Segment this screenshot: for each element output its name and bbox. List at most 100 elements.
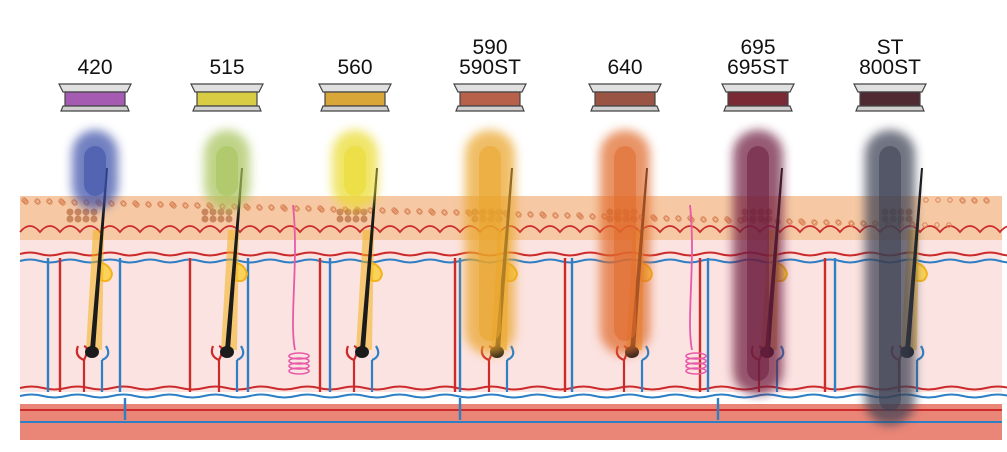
epidermis-cell [663, 215, 669, 221]
filter-label-line: 590 [472, 36, 508, 59]
filter-label-line: 640 [607, 56, 643, 79]
nerve-coil [685, 362, 707, 370]
epidermis-cell [319, 207, 325, 213]
pigment-cluster [360, 215, 368, 223]
epidermis-cell [268, 204, 274, 210]
pigment-cluster [74, 215, 82, 223]
epidermis-cell [515, 211, 521, 217]
bulb-vein [641, 345, 650, 362]
epidermis-cell [823, 219, 829, 225]
epidermis-cell [947, 197, 953, 203]
filter-holder-bottom [455, 105, 525, 112]
laser-beam-core [216, 146, 238, 196]
epidermis-cell [35, 199, 41, 205]
epidermis-cell [72, 200, 78, 206]
epidermis-cell [972, 198, 978, 204]
epidermis-cell [652, 216, 658, 222]
pigment-cluster [352, 208, 360, 216]
filter-label-line: 695 [740, 36, 776, 59]
filter-glass [324, 91, 386, 107]
pigment-cluster [344, 215, 352, 223]
pigment-cluster [74, 208, 82, 216]
epidermis-cell [700, 216, 706, 222]
epidermis-cell [676, 216, 682, 222]
laser-beam-core [747, 146, 769, 381]
epidermis-cell [984, 198, 990, 204]
epidermis-cell [590, 214, 596, 220]
epidermis-cell [182, 202, 188, 208]
epidermis-boundary [19, 225, 1007, 234]
filter-label: 640 [570, 56, 680, 79]
epidermis-cell [158, 202, 164, 208]
nerve-fiber [689, 204, 693, 351]
filter-glass [859, 91, 921, 107]
epidermis-cell [331, 207, 337, 213]
epidermis-cell [787, 219, 793, 225]
epidermis-cell [564, 212, 570, 218]
lower-artery-plexus [19, 385, 1007, 391]
nerve-coil [685, 357, 707, 365]
pigment-cluster [336, 208, 344, 216]
laser-beam-core [84, 146, 106, 196]
pigment-cluster [217, 208, 225, 216]
filter-label-line: 420 [77, 56, 113, 79]
nerve-coil [288, 367, 310, 375]
pigment-cluster [209, 215, 217, 223]
epidermis-cell [960, 198, 966, 204]
bulb-vein [371, 345, 380, 362]
epidermis-cell [835, 219, 841, 225]
epidermis-cell [983, 197, 989, 203]
filter-glass [727, 91, 789, 107]
epidermis-cell [589, 213, 595, 219]
filter-glass [196, 91, 258, 107]
epidermis-cell [146, 202, 152, 208]
pigment-cluster [82, 208, 90, 216]
epidermis-cell [281, 205, 287, 211]
epidermis-cell [934, 222, 940, 228]
epidermis-cell [552, 212, 558, 218]
nerve-coil [288, 357, 310, 365]
epidermis-cell [170, 202, 176, 208]
epidermis-cell [121, 201, 127, 207]
epidermis-cell [318, 206, 324, 212]
filter-holder-top [318, 83, 392, 93]
epidermis-cell [848, 220, 854, 226]
epidermis-cell [516, 212, 522, 218]
bulb-vein [101, 345, 110, 362]
pigment-cluster [201, 215, 209, 223]
filter-holder-top [588, 83, 662, 93]
epidermis-cell [171, 203, 177, 209]
lower-vein-plexus [19, 393, 1007, 399]
epidermis-cell [441, 209, 447, 215]
epidermis-cell [59, 199, 65, 205]
filter-holder-top [453, 83, 527, 93]
bulb-vein [506, 345, 515, 362]
epidermis-cell [417, 209, 423, 215]
epidermis-cell [34, 198, 40, 204]
epidermis-cell [577, 213, 583, 219]
nerve-coil [288, 362, 310, 370]
pigment-cluster [201, 208, 209, 216]
epidermis-cell [664, 216, 670, 222]
epidermis-cell [207, 203, 213, 209]
bulb-vein [236, 345, 245, 362]
pigment-cluster [90, 208, 98, 216]
pigment-cluster [66, 215, 74, 223]
nerve-coil [288, 352, 310, 360]
epidermis-cell [306, 206, 312, 212]
filter-label-line: 800ST [859, 56, 921, 79]
filter-glass [594, 91, 656, 107]
hair-bulb [220, 346, 234, 358]
laser-beam-core [479, 146, 501, 341]
epidermis-cell [405, 209, 411, 215]
epidermis-cell [713, 217, 719, 223]
hair-shaft [360, 168, 378, 350]
epidermis-cell [256, 204, 262, 210]
epidermis-cell [393, 209, 399, 215]
epidermis-cell [282, 206, 288, 212]
epidermis-cell [404, 208, 410, 214]
